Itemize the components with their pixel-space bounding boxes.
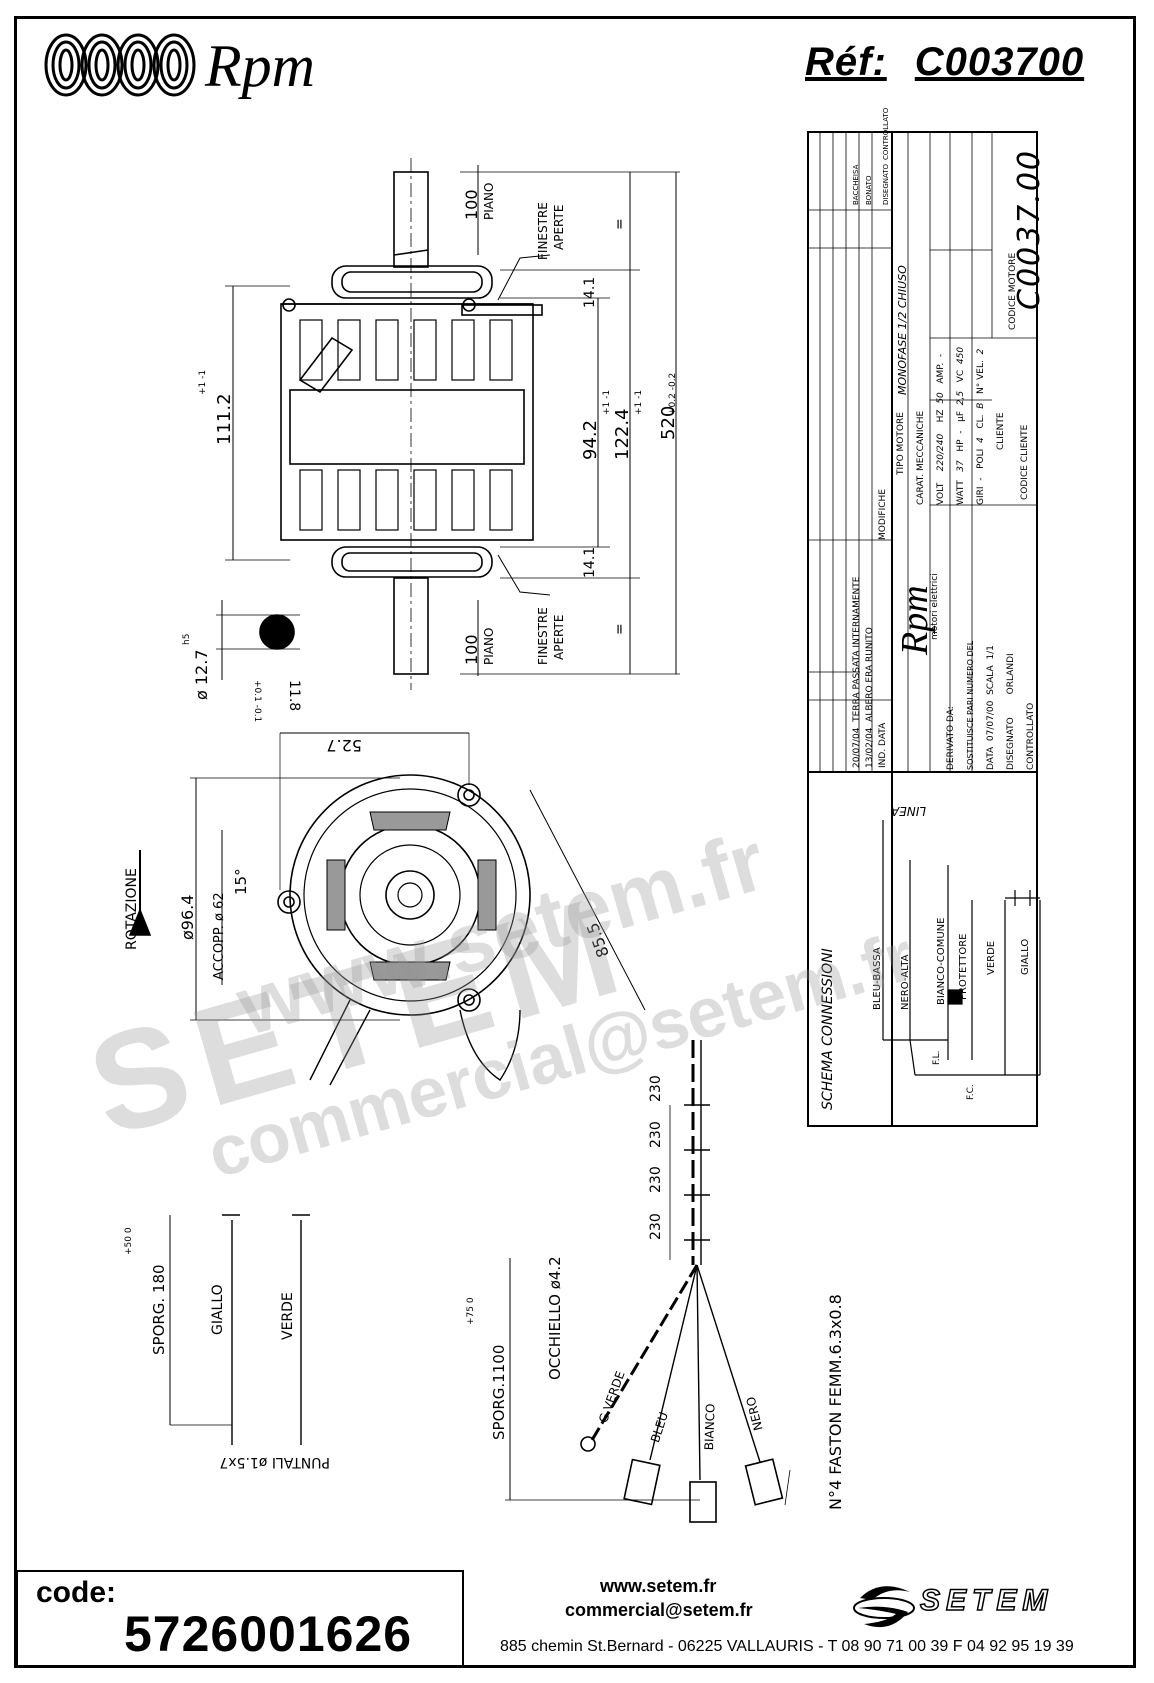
controllato-field: CONTROLLATO <box>1026 702 1036 770</box>
setem-swirl-logo <box>853 1586 915 1628</box>
verde-label: VERDE <box>280 1292 296 1340</box>
code-label: code: <box>36 1576 117 1609</box>
dim-14-1-bottom: 14.1 <box>582 546 598 578</box>
protettore-label: PROTETTORE <box>958 933 969 1000</box>
piano-top: PIANO <box>482 182 496 220</box>
code-value: 5726001626 <box>124 1606 413 1662</box>
top-bearing-ring <box>331 265 493 299</box>
controllato-top-label: CONTROLLATO <box>882 107 890 160</box>
sporg-1100: SPORG.1100 <box>490 1344 508 1440</box>
dim-122-4: 122.4 <box>612 408 633 460</box>
occhiello-label: OCCHIELLO ø4.2 <box>546 1256 564 1380</box>
cliente-label: CLIENTE <box>996 412 1006 450</box>
brand-subtitle: motori elettrici <box>930 573 940 640</box>
footer-email[interactable]: commercial@setem.fr <box>565 1600 753 1620</box>
sporg-180-tol: +50 0 <box>124 1227 134 1255</box>
shaft-h5: h5 <box>182 633 192 645</box>
bianco-label: BIANCO <box>702 1403 718 1451</box>
finestre-bottom: FINESTRE <box>536 607 550 665</box>
rpm-coil-logo <box>44 33 196 97</box>
aperte-top: APERTE <box>552 204 566 250</box>
dim-accopp: ACCOPP. ø 62 <box>212 892 227 980</box>
bottom-bearing-ring <box>331 546 493 578</box>
footer-website[interactable]: www.setem.fr <box>600 1576 717 1596</box>
dim-100-top: 100 <box>462 189 481 220</box>
sostituisce-label: SOSTITUISCE PARI NUMERO DEL <box>966 640 975 770</box>
dim-100-bottom: 100 <box>462 634 481 665</box>
finestre-top: FINESTRE <box>536 202 550 260</box>
fl-label: F.L. <box>932 1050 942 1065</box>
rev-row-2: 20/07/04 TERRA PASSATA INTERNAMENTE <box>852 576 862 768</box>
ref-label: Réf: <box>805 40 887 84</box>
linea-label: LINEA <box>891 804 926 818</box>
shaft-flat-tol: +0.1 -0.1 <box>252 680 262 723</box>
baccheisa-label: BACCHEISA <box>852 164 860 205</box>
verde-schema-label: VERDE <box>986 940 997 975</box>
giallo-schema-label: GIALLO <box>1020 938 1031 975</box>
codice-motore-value: C0037.00 <box>1012 148 1047 310</box>
bonato-label: BONATO <box>865 175 873 205</box>
end-view-outer <box>289 774 531 1016</box>
tol-94-2: +1 -1 <box>602 389 612 415</box>
sporg-180: SPORG. 180 <box>150 1264 168 1355</box>
schema-box <box>807 771 1038 1127</box>
puntali-label: PUNTALI ø1.5x7 <box>219 1454 330 1470</box>
equal-top: = <box>612 218 628 230</box>
fc-label: F.C. <box>966 1084 976 1100</box>
footer-address: 885 chemin St.Bernard - 06225 VALLAURIS … <box>500 1638 1074 1655</box>
shaft-flat: 11.8 <box>286 680 302 712</box>
dim-14-1-top: 14.1 <box>582 276 598 308</box>
tol-111-2: +1 -1 <box>198 369 208 395</box>
dim-94-2: 94.2 <box>580 419 601 460</box>
tipo-motore-label: TIPO MOTORE <box>896 412 906 475</box>
brand-name: Rpm <box>205 33 315 99</box>
volt-row: VOLT 220/240 HZ 50 AMP. - <box>936 353 946 505</box>
aperte-bottom: APERTE <box>552 614 566 660</box>
giallo-label: GIALLO <box>210 1284 226 1335</box>
rev-row-1: 13/02/04 ALBERO ERA RUNITO <box>865 627 875 768</box>
stator-band <box>289 389 525 465</box>
bianco-comune-label: BIANCO-COMUNE <box>936 917 947 1005</box>
sporg-1100-tol: +75 0 <box>466 1297 476 1325</box>
rev-header: IND. DATA <box>878 722 888 768</box>
derivato-label: DERIVATO DA: <box>946 706 956 770</box>
tol-520: +0.2 -0.2 <box>668 372 678 415</box>
giri-row: GIRI - POLI 4 CL. B N° VEL. 2 <box>976 348 986 505</box>
drawing-frame <box>14 16 1136 1668</box>
reference: Réf: C003700 <box>805 40 1084 85</box>
motor-body <box>280 303 534 541</box>
disegnato-top-label: DISEGNATO <box>882 163 890 205</box>
data-field: DATA 07/07/00 SCALA 1/1 <box>986 645 996 770</box>
dim-111-2: 111.2 <box>214 393 235 445</box>
faston-label: N°4 FASTON FEMM.6.3x0.8 <box>826 1294 845 1510</box>
modifiche-label: MODIFICHE <box>878 488 888 540</box>
code-box <box>16 1570 464 1668</box>
tol-122-4: +1 -1 <box>634 389 644 415</box>
codice-cliente-label: CODICE CLIENTE <box>1020 424 1030 500</box>
carat-label: CARAT. MECCANICHE <box>916 410 926 505</box>
spacing-230-2: 230 <box>648 1121 664 1148</box>
dim-96-4: ø96.4 <box>178 894 197 940</box>
dim-15-deg: 15° <box>232 868 250 895</box>
spacing-230-3: 230 <box>648 1166 664 1193</box>
piano-bottom: PIANO <box>482 627 496 665</box>
equal-bottom: = <box>612 623 628 635</box>
setem-brand: SETEM <box>919 1583 1054 1618</box>
shaft-section <box>259 614 295 650</box>
tipo-motore-value: MONOFASE 1/2 CHIUSO <box>896 265 909 395</box>
watt-row: WATT 37 HP - µF 2,5 VC 450 <box>956 346 966 505</box>
spacing-230-1: 230 <box>648 1075 664 1102</box>
dim-52-7: 52.7 <box>326 736 362 755</box>
ref-value: C003700 <box>914 40 1085 84</box>
shaft-dia: ø 12.7 <box>192 649 211 701</box>
spacing-230-4: 230 <box>648 1213 664 1240</box>
rotazione-label: ROTAZIONE <box>124 868 140 950</box>
disegnato-field: DISEGNATO ORLANDI <box>1006 653 1016 770</box>
